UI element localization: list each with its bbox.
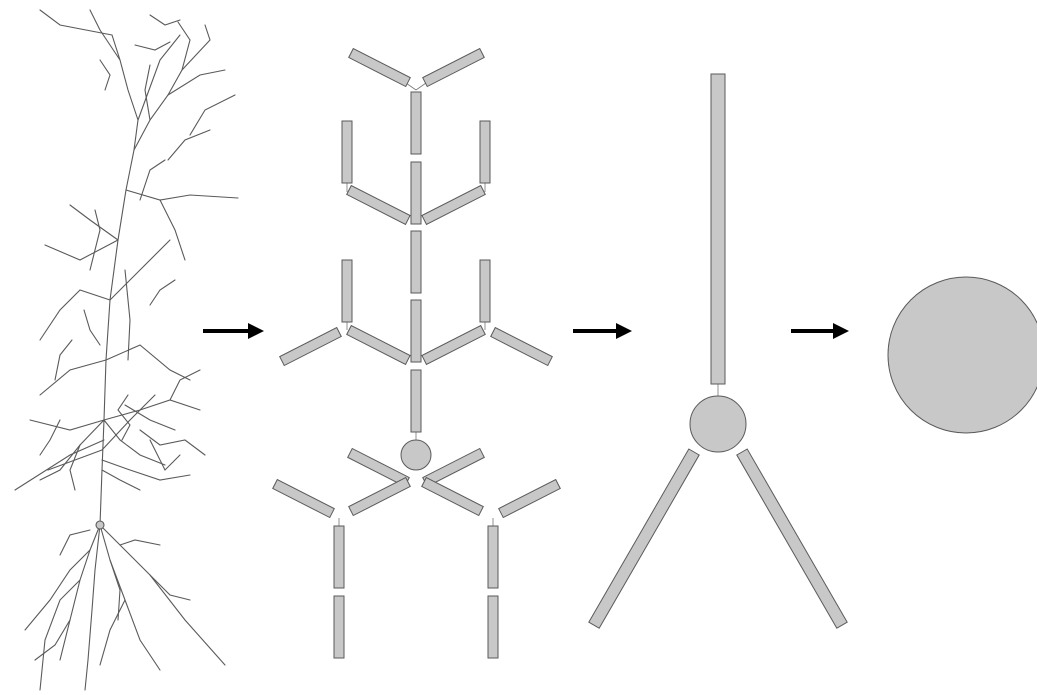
basal-dendrite (110, 560, 120, 620)
detailed-soma (96, 521, 104, 529)
trunk-compartment (411, 370, 421, 432)
oblique-branch (118, 395, 130, 440)
basal-compartment (488, 596, 498, 658)
trunk-compartment (411, 300, 421, 362)
apical-tuft-branch (168, 130, 210, 160)
basal-dendrite (100, 600, 125, 665)
branch-compartment (480, 260, 490, 322)
oblique-branch (84, 310, 100, 345)
oblique-branch (40, 290, 110, 340)
basal-dendrite (150, 575, 190, 600)
apical-trunk (100, 35, 138, 525)
oblique-branch (102, 470, 140, 490)
branch-compartment (422, 326, 485, 365)
basal-compartment (273, 480, 335, 518)
arrow-right-icon (573, 323, 632, 339)
basal-dendrite (85, 525, 100, 690)
basal-compartment (488, 526, 498, 588)
apical-tuft-branch (135, 42, 170, 50)
trunk-compartment (411, 231, 421, 293)
apical-tuft-branch (90, 10, 120, 60)
oblique-branch (170, 370, 200, 400)
apical-tuft-branch (100, 60, 110, 90)
basal-dendrite (40, 580, 80, 690)
apical-tuft-branch (182, 25, 210, 70)
oblique-branch (30, 420, 104, 430)
arrow-right-icon (203, 323, 264, 339)
detailed-neuron-morphology (15, 10, 238, 690)
branch-compartment (280, 328, 342, 366)
branch-compartment (491, 328, 553, 366)
branch-compartment (347, 186, 410, 225)
oblique-branch (55, 340, 72, 380)
basal-compartment (334, 596, 344, 658)
basal-compartment (349, 478, 411, 516)
basal-compartment-left (589, 449, 699, 628)
branch-compartment (342, 121, 352, 183)
compartment-soma (401, 440, 431, 470)
segmented-compartment-tree (273, 49, 561, 658)
apical-tuft-branch (190, 95, 235, 135)
basal-compartment-right (737, 449, 847, 628)
tuft-compartment (423, 49, 485, 87)
branch-compartment (422, 186, 485, 225)
apical-tuft-branch (168, 70, 225, 95)
apical-tuft-branch (150, 15, 180, 25)
basal-compartment (334, 526, 344, 588)
reduced-soma (690, 396, 746, 452)
oblique-branch (15, 440, 104, 490)
oblique-branch (90, 210, 100, 270)
branch-compartment (480, 121, 490, 183)
trunk-compartment (411, 162, 421, 224)
basal-dendrite (60, 530, 90, 555)
reduced-compartment-model (589, 74, 847, 628)
trunk-compartment (411, 92, 421, 154)
oblique-branch (110, 240, 170, 300)
basal-compartment (499, 480, 561, 518)
oblique-branch (140, 160, 165, 200)
oblique-branch (140, 430, 205, 455)
basal-dendrite (60, 525, 100, 660)
basal-dendrite (25, 550, 90, 630)
branch-compartment (342, 260, 352, 322)
oblique-branch (70, 205, 118, 240)
branch-compartment (347, 326, 410, 365)
oblique-branch (160, 200, 185, 260)
oblique-branch (40, 360, 106, 395)
basal-dendrite (100, 525, 160, 670)
apical-compartment (711, 74, 725, 384)
oblique-branch (106, 345, 190, 380)
basal-dendrite (100, 525, 225, 665)
basal-dendrite (120, 540, 160, 545)
basal-compartment (422, 478, 484, 516)
arrow-right-icon (791, 323, 849, 339)
single-compartment-soma (888, 277, 1037, 433)
oblique-branch (150, 280, 175, 305)
oblique-branch (45, 240, 118, 260)
tuft-compartment (349, 49, 411, 87)
